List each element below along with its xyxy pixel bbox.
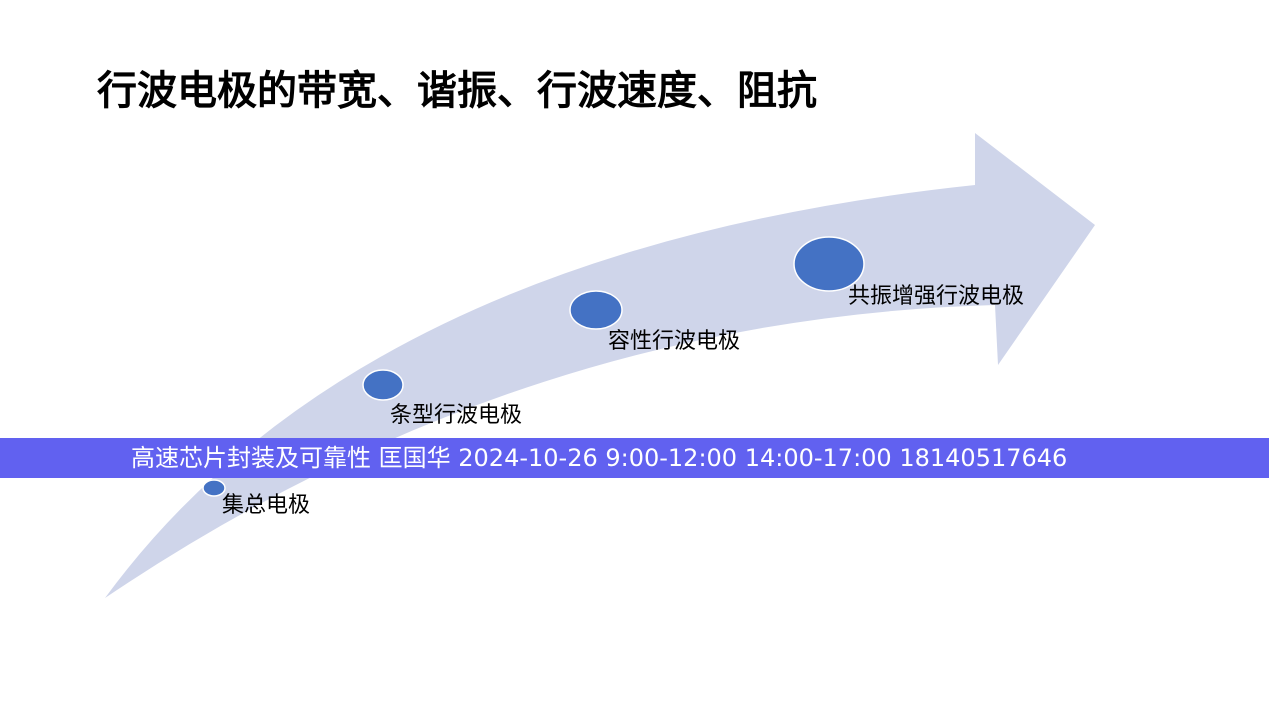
- stage-label-4: 共振增强行波电极: [848, 284, 1025, 309]
- stage-node-1: [202, 479, 226, 497]
- slide-title: 行波电极的带宽、谐振、行波速度、阻抗: [97, 68, 817, 114]
- stage-node-2: [362, 369, 404, 401]
- stage-node-3: [569, 290, 623, 330]
- stage-label-3: 容性行波电极: [608, 329, 741, 354]
- stage-label-2: 条型行波电极: [390, 403, 523, 428]
- info-banner: 高速芯片封装及可靠性 匡国华 2024-10-26 9:00-12:00 14:…: [0, 438, 1269, 478]
- stage-label-1: 集总电极: [222, 493, 311, 518]
- stage-node-4: [793, 236, 865, 292]
- curved-arrow-shape: [105, 133, 1095, 598]
- banner-text: 高速芯片封装及可靠性 匡国华 2024-10-26 9:00-12:00 14:…: [131, 444, 1068, 472]
